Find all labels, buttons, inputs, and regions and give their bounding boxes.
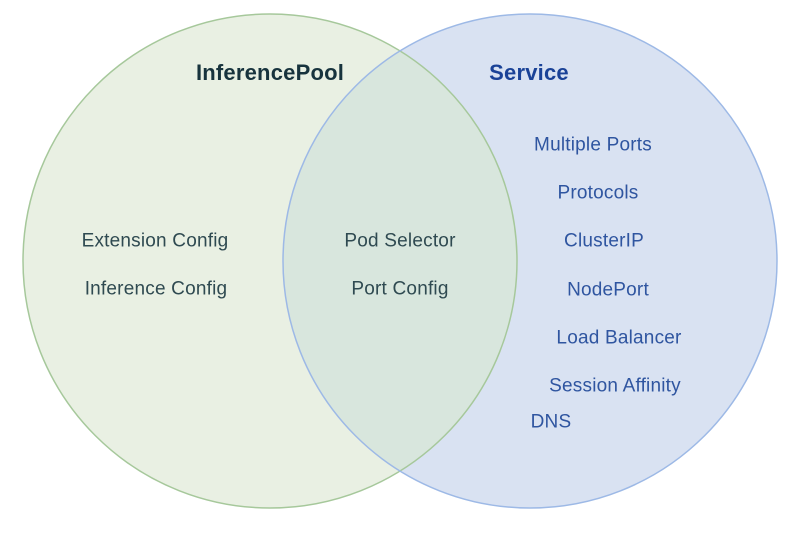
inferencepool-item-inference-config: Inference Config <box>84 278 228 300</box>
service-item-protocols: Protocols <box>557 182 639 204</box>
inferencepool-title: InferencePool <box>195 60 345 85</box>
inferencepool-item-extension-config: Extension Config <box>81 230 229 252</box>
service-item-session-affinity: Session Affinity <box>549 375 681 397</box>
intersection-item-pod-selector: Pod Selector <box>344 230 456 252</box>
service-item-nodeport: NodePort <box>567 279 649 301</box>
service-title: Service <box>489 60 569 85</box>
service-item-load-balancer: Load Balancer <box>556 327 682 349</box>
service-circle-outline <box>282 13 778 509</box>
service-item-dns: DNS <box>530 411 572 433</box>
intersection-item-port-config: Port Config <box>351 278 449 300</box>
service-item-clusterip: ClusterIP <box>564 230 644 252</box>
intersection-lens <box>283 14 517 508</box>
service-item-multiple-ports: Multiple Ports <box>534 134 652 156</box>
inferencepool-circle-outline <box>22 13 518 509</box>
